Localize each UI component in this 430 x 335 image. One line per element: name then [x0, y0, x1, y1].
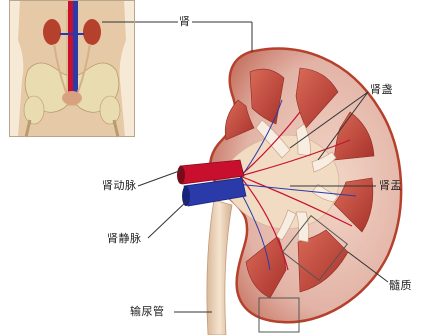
label-kidney: 肾 — [179, 16, 191, 28]
torso-inset — [9, 0, 135, 137]
renal-artery-opening — [177, 166, 185, 184]
label-ureter: 输尿管 — [130, 306, 165, 318]
label-renal-calyx: 肾盏 — [370, 84, 393, 96]
ureter-tube — [207, 200, 232, 335]
label-renal-pelvis: 肾盂 — [379, 180, 402, 192]
renal-vein-opening — [182, 186, 190, 206]
label-renal-vein: 肾静脉 — [107, 233, 142, 245]
label-medulla: 髓质 — [389, 280, 412, 292]
label-renal-artery: 肾动脉 — [102, 180, 137, 192]
